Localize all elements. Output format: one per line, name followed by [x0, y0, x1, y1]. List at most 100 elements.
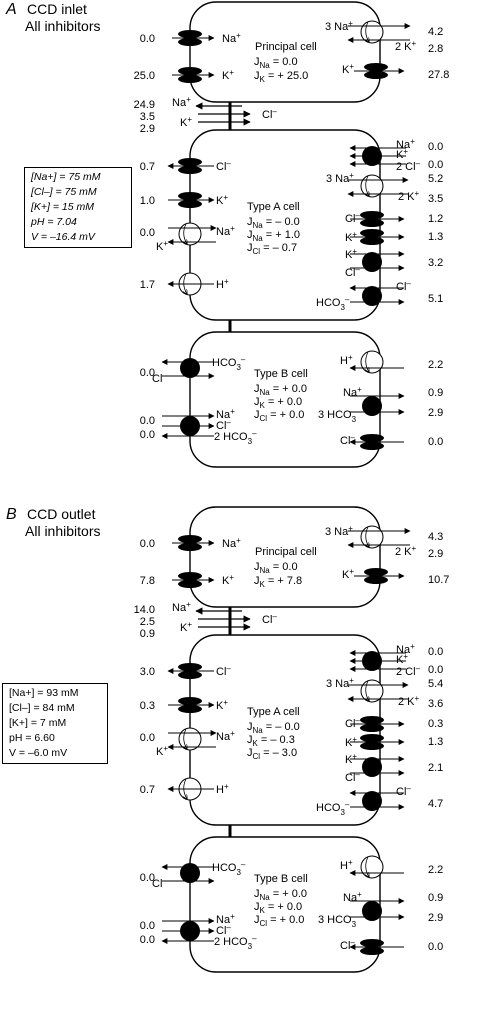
a-ta-cl-channel-top	[178, 158, 202, 166]
a-tb-ae	[180, 358, 200, 378]
a-tb-h-pump-rotor	[366, 351, 369, 372]
a-pc-left-label-1: K+	[222, 68, 234, 82]
b-ta-cl-out-channel-bottom	[360, 724, 384, 732]
b-ta-right-value-3: 5.4	[428, 678, 443, 690]
condition-line: pH = 6.60	[9, 732, 55, 744]
b-typeA-flux-0: JNa = – 0.0	[247, 721, 300, 735]
b-ta-right-label-5: Cl–	[345, 716, 360, 730]
a-principal-jk: JK = + 25.0	[254, 70, 308, 84]
b-ta-left-label-3: K+	[156, 744, 168, 758]
b-tb-right-label-0: H+	[340, 858, 353, 872]
a-tb-left-label-4: 2 HCO3–	[214, 429, 257, 446]
a-tb-right-value-0: 2.2	[428, 359, 443, 371]
a-tb-left-label-0: HCO3–	[212, 355, 246, 372]
a-typeB-flux-2: JCl = + 0.0	[254, 409, 304, 423]
a-typeA-flux-2: JCl = – 0.7	[247, 242, 297, 256]
a-typeB-flux-1: JK = + 0.0	[254, 396, 302, 410]
a-subtitle: All inhibitors	[25, 18, 100, 34]
b-tb-cl-channel-channel-bottom	[360, 947, 384, 955]
condition-line: [Na+] = 75 mM	[31, 171, 101, 183]
condition-line: V = –16.4 mV	[31, 231, 95, 243]
a-ta-cl-out-channel-top	[360, 211, 384, 219]
b-tb-right-value-1: 0.9	[428, 892, 443, 904]
b-typeB-flux-2: JCl = + 0.0	[254, 914, 304, 928]
b-principal-jk: JK = + 7.8	[254, 575, 302, 589]
a-typeB-name: Type B cell	[254, 368, 308, 380]
b-tb-right-value-3: 0.0	[428, 941, 443, 953]
b-tb-right-label-3: Cl–	[340, 938, 355, 952]
b-ta-right-label-6: K+	[345, 735, 357, 749]
a-ta-right-label-10: Cl–	[396, 279, 411, 293]
a-pc-k-channel-bottom	[178, 75, 202, 83]
a-ta-cl-out-channel-bottom	[360, 219, 384, 227]
b-ta-kcc	[362, 757, 382, 777]
b-pc-right-value-1: 2.9	[428, 548, 443, 560]
b-ta-right-value-4: 3.6	[428, 698, 443, 710]
b-tb-ae	[180, 863, 200, 883]
b-tb-left-label-0: HCO3–	[212, 860, 246, 877]
a-junction-value-0: 24.9	[134, 99, 155, 111]
a-pc-right-label-0: 3 Na+	[325, 19, 353, 33]
b-pc-right-value-2: 10.7	[428, 574, 449, 586]
b-pc-k-out-channel-bottom	[364, 576, 388, 584]
a-ta-right-label-3: 3 Na+	[326, 171, 354, 185]
b-ta-cl-channel-top	[178, 663, 202, 671]
a-ta-left-label-1: K+	[216, 193, 228, 207]
b-panel-letter: B	[6, 506, 17, 523]
a-ta-ae	[362, 286, 382, 306]
b-tb-right-value-0: 2.2	[428, 864, 443, 876]
a-ta-left-label-4: H+	[216, 277, 229, 291]
b-pc-left-value-0: 0.0	[140, 538, 155, 550]
b-pc-left-value-1: 7.8	[140, 575, 155, 587]
b-tb-left-label-3: Cl–	[216, 923, 231, 937]
b-ta-cl-out-channel-top	[360, 716, 384, 724]
a-tb-cl-channel-channel-bottom	[360, 442, 384, 450]
b-ta-left-value-1: 0.3	[140, 700, 155, 712]
a-ta-right-value-4: 3.5	[428, 193, 443, 205]
b-tb-left-label-2: Na+	[216, 912, 235, 926]
b-typeA-flux-2: JCl = – 3.0	[247, 747, 297, 761]
b-pc-right-label-1: 2 K+	[395, 544, 417, 558]
a-principal-jna: JNa = 0.0	[254, 56, 298, 70]
b-tb-h-pump-rotor	[366, 856, 369, 877]
a-panel-letter: A	[5, 1, 17, 18]
b-typeA-flux-1: JK = – 0.3	[247, 734, 295, 748]
condition-line: [K+] = 15 mM	[31, 201, 95, 213]
a-pc-right-value-1: 2.8	[428, 43, 443, 55]
condition-line: [K+] = 7 mM	[9, 717, 67, 729]
b-tb-left-label-1: Cl–	[152, 876, 167, 890]
b-principal-jna: JNa = 0.0	[254, 561, 298, 575]
a-pc-left-value-1: 25.0	[134, 70, 155, 82]
b-typeB-flux-1: JK = + 0.0	[254, 901, 302, 915]
a-ta-k-out-channel-top	[360, 229, 384, 237]
b-tb-h-pump	[360, 855, 384, 879]
a-ta-right-label-1: K+	[396, 147, 408, 161]
b-pc-na-channel-top	[178, 535, 202, 543]
b-tb-right-label-2: 3 HCO3–	[318, 912, 361, 929]
b-ta-right-label-10: Cl–	[396, 784, 411, 798]
b-ta-left-label-0: Cl–	[216, 664, 231, 678]
a-ta-right-label-8: Cl–	[345, 265, 360, 279]
a-pc-right-label-1: 2 K+	[395, 39, 417, 53]
a-typeB-cell	[189, 331, 381, 468]
a-ta-right-value-0: 0.0	[428, 141, 443, 153]
a-tb-right-value-2: 2.9	[428, 407, 443, 419]
b-ta-right-value-10: 4.7	[428, 798, 443, 810]
b-tb-left-value-0: 0.0	[140, 872, 155, 884]
b-pc-k-channel-top	[178, 572, 202, 580]
a-tb-right-value-1: 0.9	[428, 387, 443, 399]
a-ta-right-label-6: K+	[345, 230, 357, 244]
a-tb-left-value-2: 0.0	[140, 415, 155, 427]
b-junction-label-1: K+	[180, 620, 192, 634]
b-ta-left-value-4: 0.7	[140, 784, 155, 796]
b-title: CCD outlet	[27, 506, 96, 522]
a-tb-right-value-3: 0.0	[428, 436, 443, 448]
b-ta-right-value-0: 0.0	[428, 646, 443, 658]
b-subtitle: All inhibitors	[25, 523, 100, 539]
b-ta-left-label-1: K+	[216, 698, 228, 712]
a-pc-left-value-0: 0.0	[140, 33, 155, 45]
a-ta-right-value-2: 0.0	[428, 159, 443, 171]
a-ta-kcc	[362, 252, 382, 272]
